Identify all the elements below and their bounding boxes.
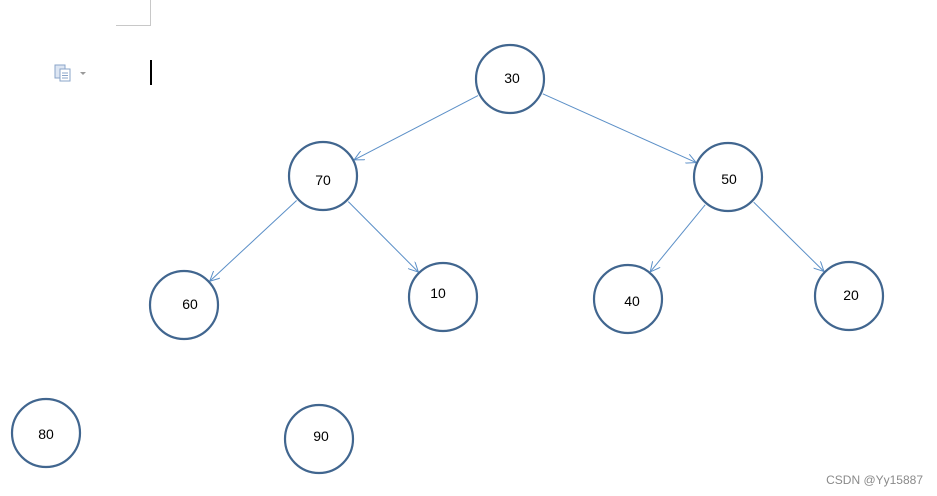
node-circle	[283, 403, 355, 475]
tree-node-80: 80	[10, 397, 82, 469]
edge-n70-n60	[210, 200, 297, 282]
text-cursor	[150, 60, 152, 85]
edge-n70-n10	[347, 201, 418, 273]
tree-node-30: 30	[474, 43, 546, 115]
page-corner-mark	[116, 0, 151, 26]
node-circle	[474, 43, 546, 115]
node-circle	[10, 397, 82, 469]
watermark-text: CSDN @Yy15887	[826, 473, 923, 487]
tree-node-90: 90	[283, 403, 355, 475]
nodes-layer: 30 70 50 60 10 40 20 80 90	[10, 43, 885, 475]
node-circle	[148, 269, 220, 341]
node-label: 10	[430, 285, 446, 301]
edge-n30-n70	[354, 95, 479, 160]
node-circle	[592, 263, 664, 335]
dropdown-arrow-icon	[80, 72, 86, 75]
node-label: 60	[182, 296, 198, 312]
edge-n30-n50	[542, 93, 696, 163]
edge-n50-n40	[650, 204, 706, 272]
tree-node-50: 50	[692, 141, 764, 213]
node-label: 70	[315, 172, 331, 188]
tree-node-10: 10	[407, 261, 479, 333]
node-label: 30	[504, 70, 520, 86]
edges-layer	[210, 93, 824, 282]
node-label: 80	[38, 426, 54, 442]
edge-n50-n20	[753, 201, 824, 271]
tree-node-20: 20	[813, 260, 885, 332]
node-circle	[287, 140, 359, 212]
paste-options-icon[interactable]	[54, 64, 90, 82]
node-label: 90	[313, 428, 329, 444]
node-circle	[813, 260, 885, 332]
node-label: 40	[624, 293, 640, 309]
tree-node-60: 60	[148, 269, 220, 341]
node-label: 50	[721, 171, 737, 187]
node-circle	[692, 141, 764, 213]
node-circle	[407, 261, 479, 333]
tree-node-40: 40	[592, 263, 664, 335]
node-label: 20	[843, 287, 859, 303]
tree-node-70: 70	[287, 140, 359, 212]
